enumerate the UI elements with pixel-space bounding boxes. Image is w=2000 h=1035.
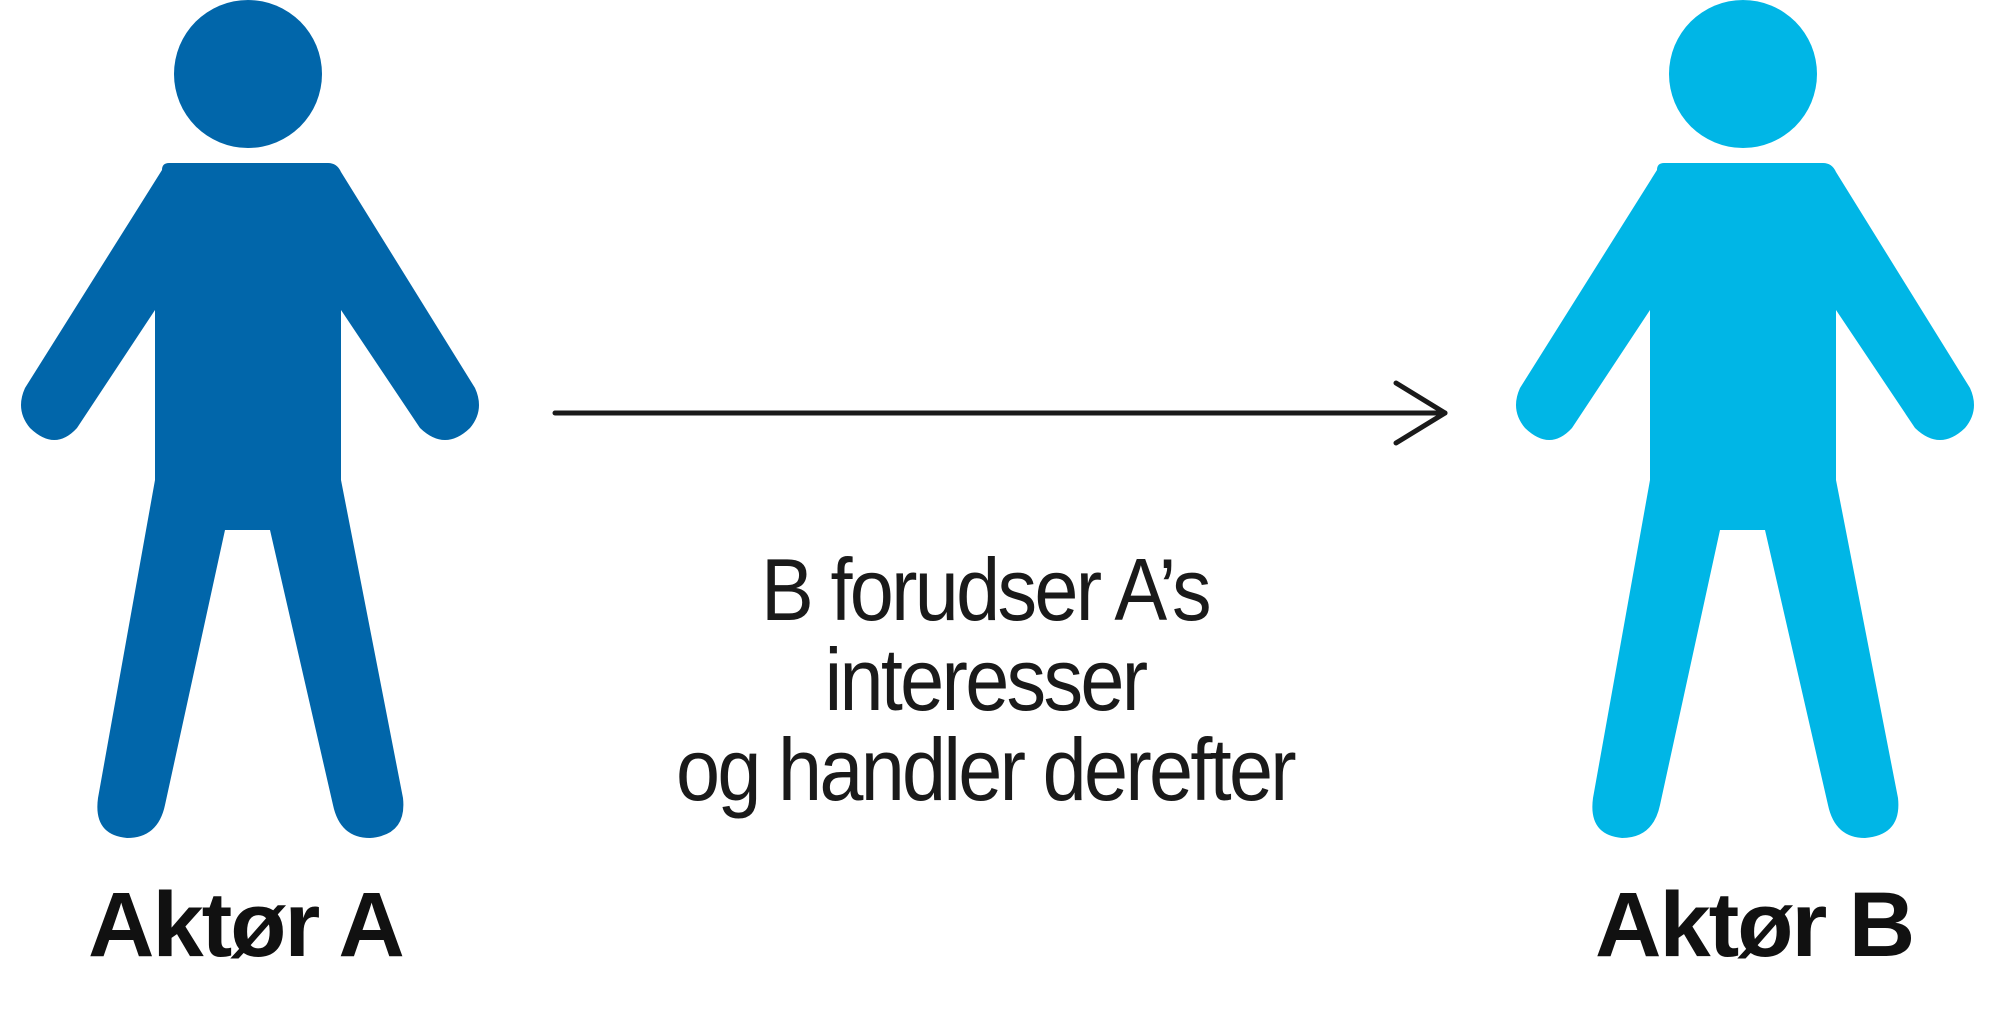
caption-line-1: B forudser A’s	[761, 540, 1212, 639]
actor-b-label: Aktør B	[1595, 874, 1915, 976]
caption-line-3: og handler derefter	[676, 720, 1297, 819]
person-icon	[21, 0, 479, 838]
person-icon	[1516, 0, 1974, 838]
actor-b-figure	[1510, 0, 1980, 840]
actor-a-label: Aktør A	[88, 874, 405, 976]
caption-line-2: interesser	[824, 630, 1148, 729]
relation-caption: B forudser A’s interesser og handler der…	[603, 545, 1368, 815]
arrow-right-icon	[550, 380, 1455, 450]
actor-a-figure	[15, 0, 485, 840]
